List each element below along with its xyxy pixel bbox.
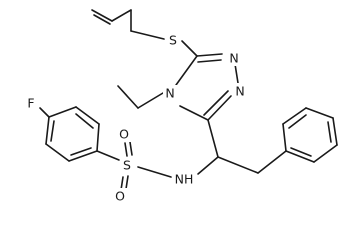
atom-labels: S N N N F S O O NH [24, 32, 247, 204]
bond-n2-c3-b [203, 90, 229, 116]
bond-vinyl-double-b [93, 14, 111, 25]
atom-oxygen-upper: O [119, 127, 129, 142]
bond-fph-5 [45, 143, 70, 162]
bond-n4-c5 [175, 55, 198, 86]
bond-s-o-lower-b [125, 175, 129, 190]
bond-c3-ch [207, 119, 219, 158]
atom-nitrogen-ring-ethyl: N [165, 86, 174, 101]
bond-s-o-lower-a [120, 176, 124, 191]
bond-ph-inner-2 [327, 121, 332, 143]
bond-fph-1 [96, 123, 100, 152]
bond-fph-6 [68, 150, 98, 162]
bond-ph-3 [305, 107, 334, 119]
bond-fph-2 [75, 106, 100, 125]
bond-ch-ch2 [217, 156, 259, 174]
atom-nitrogen-ring-top: N [229, 51, 238, 66]
bonds [39, 9, 338, 191]
bond-ph-inner-1 [288, 114, 307, 129]
bond-ch2-ch3 [117, 85, 139, 109]
bond-ch-nh [197, 156, 219, 175]
bond-fph-f [39, 107, 50, 118]
bond-n4-ch2 [137, 92, 164, 109]
bond-s-o-upper-b [129, 141, 133, 156]
bond-ch2-s [130, 30, 165, 40]
bond-s-c5 [181, 40, 198, 57]
atom-amine-nh: NH [175, 172, 194, 187]
bond-fph-4 [45, 116, 50, 145]
bond-nh-s [137, 166, 172, 178]
bond-ph-5 [313, 144, 338, 163]
bond-c5-n1-b [197, 59, 222, 63]
bond-vinyl-ch [111, 9, 132, 22]
bond-ph-4 [332, 117, 338, 146]
bond-fph-3 [48, 106, 77, 118]
bond-ph-2 [282, 107, 307, 125]
bond-vinyl-double-a [91, 9, 113, 22]
bond-s-aryl [96, 150, 120, 161]
atom-sulfur-thioether: S [169, 33, 177, 48]
bond-s-o-upper-a [124, 142, 128, 157]
molecule-structure-diagram: S N N N F S O O NH [24, 9, 338, 204]
atom-sulfur-sulfonyl: S [123, 158, 131, 173]
bond-n1-n2 [234, 63, 239, 84]
bond-c5-n1-a [196, 53, 223, 57]
bond-ph-inner-3 [290, 147, 312, 157]
bond-c3-n4 [179, 105, 209, 121]
bond-ph-6 [285, 150, 315, 163]
bond-fph-inner-1 [75, 113, 94, 129]
bond-n2-c3-a [207, 95, 232, 121]
atom-nitrogen-ring-right: N [235, 84, 244, 99]
atom-fluorine: F [27, 96, 34, 111]
bond-fph-inner-2 [50, 120, 55, 142]
bond-fph-inner-3 [70, 147, 92, 156]
bond-ph-1 [282, 123, 287, 152]
bond-ch2-phenyl [257, 150, 287, 174]
atom-oxygen-lower: O [115, 189, 125, 204]
